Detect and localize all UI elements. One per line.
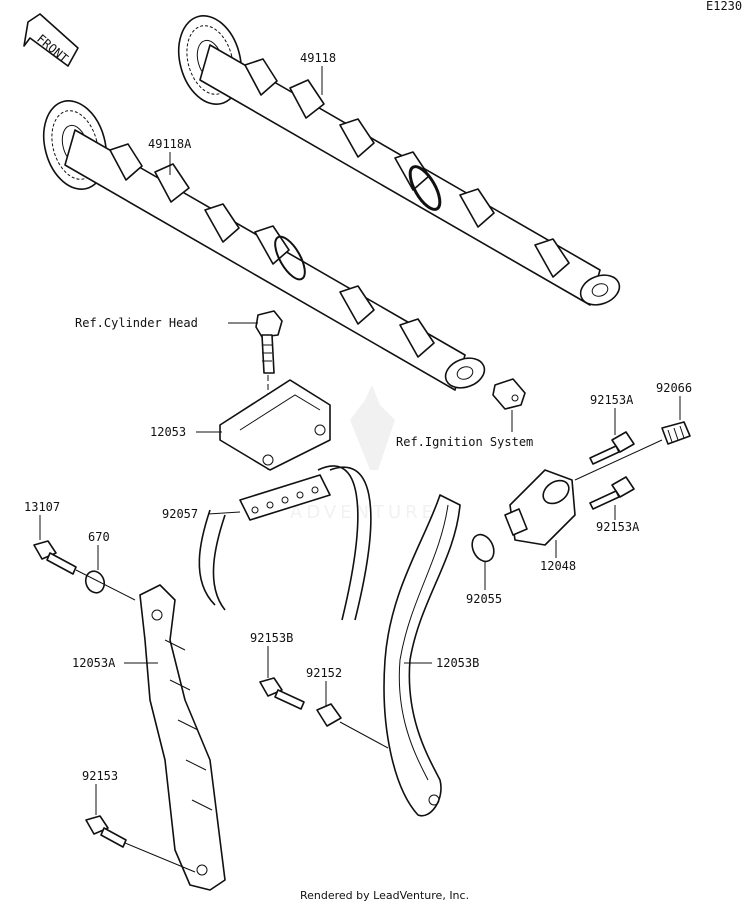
camshaft-intake xyxy=(42,100,486,391)
label-12053: 12053 xyxy=(150,425,186,439)
diagram-code: E1230 xyxy=(706,0,742,13)
watermark-logo: ADVENTURE xyxy=(290,385,437,523)
chain-tensioner xyxy=(504,469,576,546)
guide-bolt-92153 xyxy=(85,815,196,873)
chain-guide-left xyxy=(139,584,226,891)
label-12048: 12048 xyxy=(540,559,576,573)
label-49118: 49118 xyxy=(300,51,336,65)
camshaft-cap xyxy=(219,379,331,471)
label-12053a: 12053A xyxy=(72,656,116,670)
tensioner-cap-bolt xyxy=(574,421,691,481)
label-92055: 92055 xyxy=(466,592,502,606)
tensioner-bolt-lower xyxy=(589,476,635,510)
chain-guide-right xyxy=(383,494,461,817)
camshaft-exhaust xyxy=(177,15,621,306)
ignition-rotor xyxy=(492,378,526,410)
o-ring-92055 xyxy=(471,533,495,563)
label-92153a-upper: 92153A xyxy=(590,393,634,407)
label-13107: 13107 xyxy=(24,500,60,514)
timing-chain xyxy=(198,465,372,621)
collar-92152 xyxy=(316,703,389,749)
label-92153a-lower: 92153A xyxy=(596,520,640,534)
label-92152: 92152 xyxy=(306,666,342,680)
watermark-text: ADVENTURE xyxy=(290,502,437,523)
label-12053b: 12053B xyxy=(436,656,479,670)
label-ref-cylinder-head: Ref.Cylinder Head xyxy=(75,316,198,330)
footer-credit: Rendered by LeadVenture, Inc. xyxy=(300,889,469,902)
label-ref-ignition-system: Ref.Ignition System xyxy=(396,435,533,449)
label-92057: 92057 xyxy=(162,507,198,521)
label-92153b: 92153B xyxy=(250,631,293,645)
label-49118a: 49118A xyxy=(148,137,192,151)
label-92153: 92153 xyxy=(82,769,118,783)
guide-bolt-92153b xyxy=(259,677,305,710)
front-arrow-icon: FRONT xyxy=(23,13,79,67)
label-92066: 92066 xyxy=(656,381,692,395)
pivot-bolt-13107 xyxy=(33,540,136,601)
o-ring-670 xyxy=(84,570,106,594)
label-670: 670 xyxy=(88,530,110,544)
tensioner-bolt-upper xyxy=(589,431,635,465)
